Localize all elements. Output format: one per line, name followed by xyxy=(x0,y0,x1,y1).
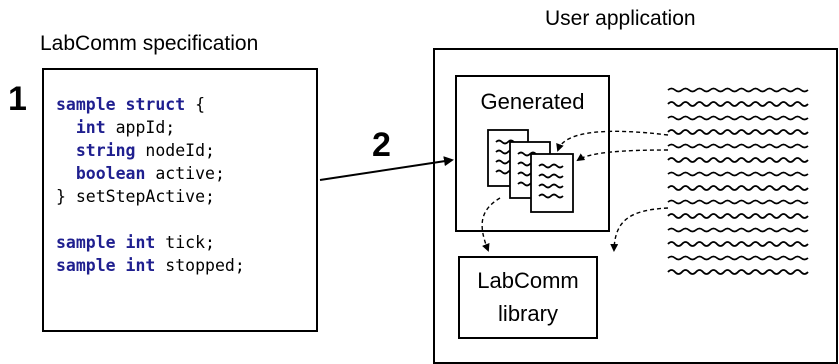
code-line: boolean active; xyxy=(56,162,245,185)
user-code-line xyxy=(667,171,809,177)
user-code-line xyxy=(667,269,809,275)
code-text: } setStepActive; xyxy=(56,187,215,206)
step-number-2: 2 xyxy=(372,126,391,164)
spec-code: sample struct { int appId; string nodeId… xyxy=(56,93,245,277)
library-box: LabComm library xyxy=(458,256,598,339)
code-keyword: string xyxy=(75,141,136,160)
code-line: sample struct { xyxy=(56,93,245,116)
code-text: { xyxy=(185,95,206,114)
code-line: } setStepActive; xyxy=(56,185,245,208)
code-text: stopped; xyxy=(155,256,245,275)
code-text: active; xyxy=(145,164,225,183)
generated-document-icons xyxy=(487,129,574,213)
code-text: appId; xyxy=(105,118,176,137)
code-keyword: sample struct xyxy=(56,95,186,114)
app-title: User application xyxy=(545,7,696,30)
user-code-line xyxy=(667,241,809,247)
user-code-line xyxy=(667,157,809,163)
library-label-line1: LabComm xyxy=(477,268,579,293)
dashed-arrow-user-code-to-doc2 xyxy=(576,149,669,162)
code-keyword: sample int xyxy=(56,256,156,275)
spec-title: LabComm specification xyxy=(40,32,259,55)
code-keyword: boolean xyxy=(75,164,146,183)
dashed-arrow-user-code-to-library xyxy=(610,207,669,252)
user-code-line xyxy=(667,101,809,107)
document-icon xyxy=(530,153,574,213)
user-code-line xyxy=(667,129,809,135)
code-text: nodeId; xyxy=(135,141,215,160)
user-code-line xyxy=(667,213,809,219)
user-code-line xyxy=(667,115,809,121)
user-code-line xyxy=(667,255,809,261)
code-line: sample int stopped; xyxy=(56,254,245,277)
library-label-line2: library xyxy=(498,301,558,326)
dashed-arrow-user-code-to-doc1 xyxy=(556,130,669,152)
dashed-arrow-generated-to-library xyxy=(481,197,501,252)
code-text: tick; xyxy=(155,233,215,252)
code-line: sample int tick; xyxy=(56,231,245,254)
user-code-line xyxy=(667,199,809,205)
code-keyword: int xyxy=(75,118,106,137)
user-code-lines xyxy=(667,87,809,275)
spec-box: sample struct { int appId; string nodeId… xyxy=(42,68,318,332)
user-code-line xyxy=(667,185,809,191)
code-line: string nodeId; xyxy=(56,139,245,162)
user-code-line xyxy=(667,143,809,149)
code-line: int appId; xyxy=(56,116,245,139)
code-keyword: sample int xyxy=(56,233,156,252)
user-code-line xyxy=(667,87,809,93)
generated-label: Generated xyxy=(480,89,585,114)
arrow-spec-to-generated xyxy=(319,156,454,181)
user-code-line xyxy=(667,227,809,233)
step-number-1: 1 xyxy=(8,80,27,118)
